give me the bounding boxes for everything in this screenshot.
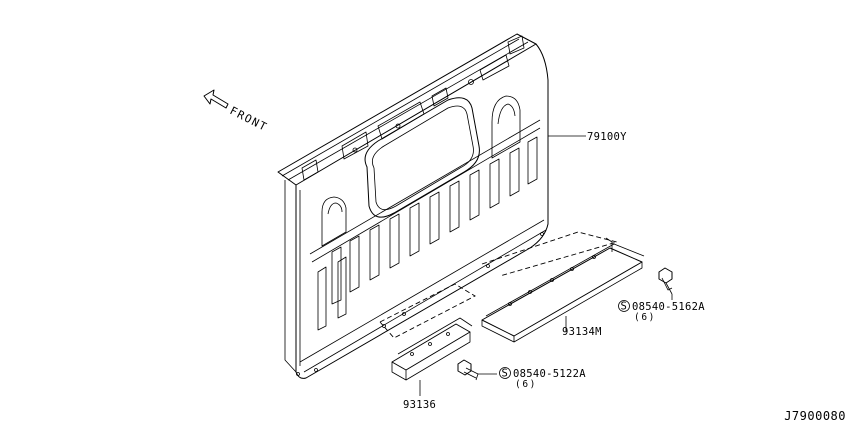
phantom-outline-right [481,231,619,277]
part-number-screw-right: 08540-5162A [632,301,705,313]
diagram-code: J7900080 [784,409,846,423]
back-panel-79100Y [277,33,549,379]
phantom-outline-left [379,283,476,339]
part-number-screw-left: 08540-5122A [513,368,586,380]
front-arrow-icon [203,89,229,109]
screw-symbol-right: S [621,301,628,313]
part-number-93136: 93136 [403,399,436,411]
quantity-screw-left: (6) [515,379,537,390]
short-trim-93136 [391,317,473,381]
part-number-79100Y: 79100Y [587,131,627,143]
long-trim-93134M [481,237,645,343]
front-label: FRONT [228,104,270,134]
part-number-93134M: 93134M [562,326,602,338]
screw-symbol-circle-icon [618,300,630,312]
screw-symbol-circle-icon [499,367,511,379]
quantity-screw-right: (6) [634,312,656,323]
screw-right-icon [658,267,673,295]
screw-symbol-left: S [502,368,509,380]
screw-left-icon [457,359,479,381]
